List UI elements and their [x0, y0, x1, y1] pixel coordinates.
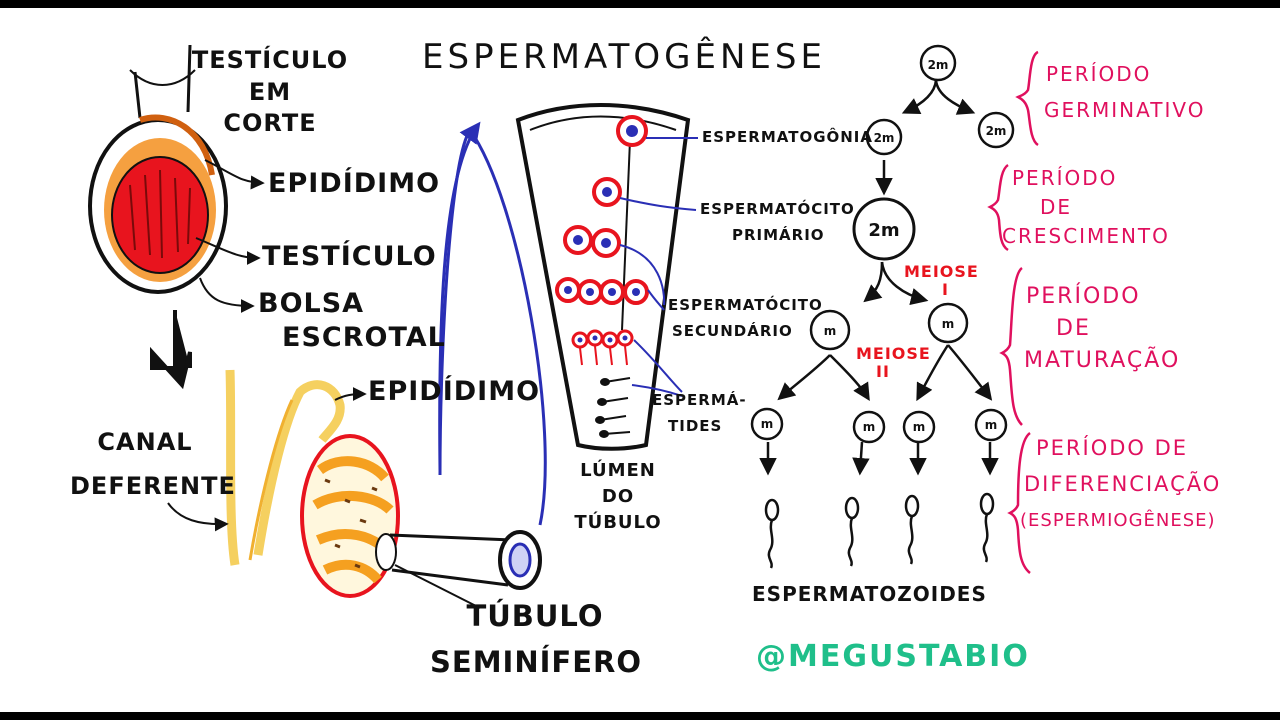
label-lumen-line-1: LÚMEN [580, 460, 656, 481]
label-canal-line-2: DEFERENTE [70, 472, 236, 500]
arrow-epididimo-lower [334, 387, 367, 402]
division-tree-lines [759, 79, 999, 476]
testis-heading-line-3: CORTE [223, 109, 317, 137]
label-espermatozoides: ESPERMATOZOIDES [752, 582, 987, 606]
lower-testis-drawing [300, 434, 400, 598]
page-title: ESPERMATOGÊNESE [422, 37, 826, 77]
cell-spermatid-1: m [750, 407, 784, 441]
period-crescimento-line-1: PERÍODO [1012, 166, 1118, 190]
period-diferenciacao-line-1: PERÍODO DE [1036, 436, 1189, 460]
svg-text:m: m [942, 317, 955, 331]
period-maturacao-line-1: PERÍODO [1026, 284, 1141, 309]
cell-germ-2: 2m [977, 111, 1015, 149]
label-bolsa-line-2: ESCROTAL [282, 322, 446, 353]
label-lumen-line-3: TÚBULO [574, 512, 662, 533]
cell-primary: 2m [852, 197, 916, 261]
period-maturacao-line-2: DE [1056, 316, 1091, 341]
period-diferenciacao-line-2: DIFERENCIAÇÃO [1024, 472, 1222, 496]
tubule-cells [555, 115, 649, 438]
svg-text:2m: 2m [874, 131, 895, 145]
cell-spermatid-2: m [852, 410, 886, 444]
label-primario-line-2: PRIMÁRIO [732, 226, 825, 244]
label-meiose1-line-1: MEIOSE [904, 262, 979, 281]
label-testiculo: TESTÍCULO [262, 241, 437, 272]
cell-secondary-1: m [809, 309, 851, 351]
svg-text:2m: 2m [928, 58, 949, 72]
cell-spermatid-3: m [902, 410, 936, 444]
label-primario-line-1: ESPERMATÓCITO [700, 200, 855, 218]
period-germinativo-line-1: PERÍODO [1046, 62, 1152, 86]
label-espermatogonia: ESPERMATOGÔNIA [702, 128, 874, 146]
svg-text:m: m [824, 324, 837, 338]
period-crescimento-line-2: DE [1040, 195, 1073, 219]
testis-section-drawing [88, 44, 228, 294]
canal-deferente-drawing [225, 369, 345, 566]
blue-curved-arrow [438, 121, 481, 471]
svg-text:2m: 2m [986, 124, 1007, 138]
arrow-epididimo [204, 159, 265, 190]
watermark-text: @MEGUSTABIO [756, 639, 1030, 674]
cell-secondary-2: m [927, 302, 969, 344]
label-epididimo-lower: EPIDÍDIMO [368, 376, 541, 407]
testis-heading-line-2: EM [248, 78, 292, 106]
svg-text:m: m [913, 420, 926, 434]
down-arrow-icon [150, 310, 192, 390]
sperm-icons [764, 492, 995, 569]
cell-spermatid-4: m [974, 408, 1008, 442]
label-lumen-line-2: DO [601, 486, 635, 507]
arrow-testiculo [195, 237, 261, 265]
svg-text:m: m [761, 417, 774, 431]
label-epididimo: EPIDÍDIMO [268, 168, 441, 199]
arrow-canal [167, 502, 229, 532]
period-crescimento-line-3: CRESCIMENTO [1002, 224, 1170, 248]
testis-heading-line-1: TESTÍCULO [191, 46, 349, 74]
period-germinativo-line-2: GERMINATIVO [1044, 98, 1206, 122]
label-bolsa-line-1: BOLSA [258, 288, 365, 319]
cell-germ-1: 2m [865, 118, 903, 156]
svg-text:m: m [985, 418, 998, 432]
label-meiose2-line-1: MEIOSE [856, 344, 931, 363]
period-diferenciacao-line-3: (ESPERMIOGÊNESE) [1020, 510, 1216, 531]
label-secundario-line-1: ESPERMATÓCITO [668, 296, 823, 314]
label-meiose2-line-2: II [876, 362, 890, 381]
label-espermatides-line-1: ESPERMÁ- [652, 391, 747, 409]
cell-top: 2m [919, 44, 957, 82]
leader-lines [619, 137, 698, 397]
tubule-zoom-drawing [375, 530, 542, 609]
period-maturacao-line-3: MATURAÇÃO [1024, 348, 1181, 373]
label-meiose1-line-2: I [942, 280, 949, 299]
period-braces [987, 50, 1039, 574]
label-tubulo-line-1: TÚBULO [466, 599, 604, 633]
label-secundario-line-2: SECUNDÁRIO [672, 322, 793, 340]
label-tubulo-line-2: SEMINÍFERO [430, 645, 643, 679]
arrow-bolsa [199, 277, 255, 313]
label-canal-line-1: CANAL [97, 428, 193, 456]
label-espermatides-line-2: TIDES [668, 417, 723, 435]
svg-text:m: m [863, 420, 876, 434]
svg-text:2m: 2m [868, 220, 899, 241]
